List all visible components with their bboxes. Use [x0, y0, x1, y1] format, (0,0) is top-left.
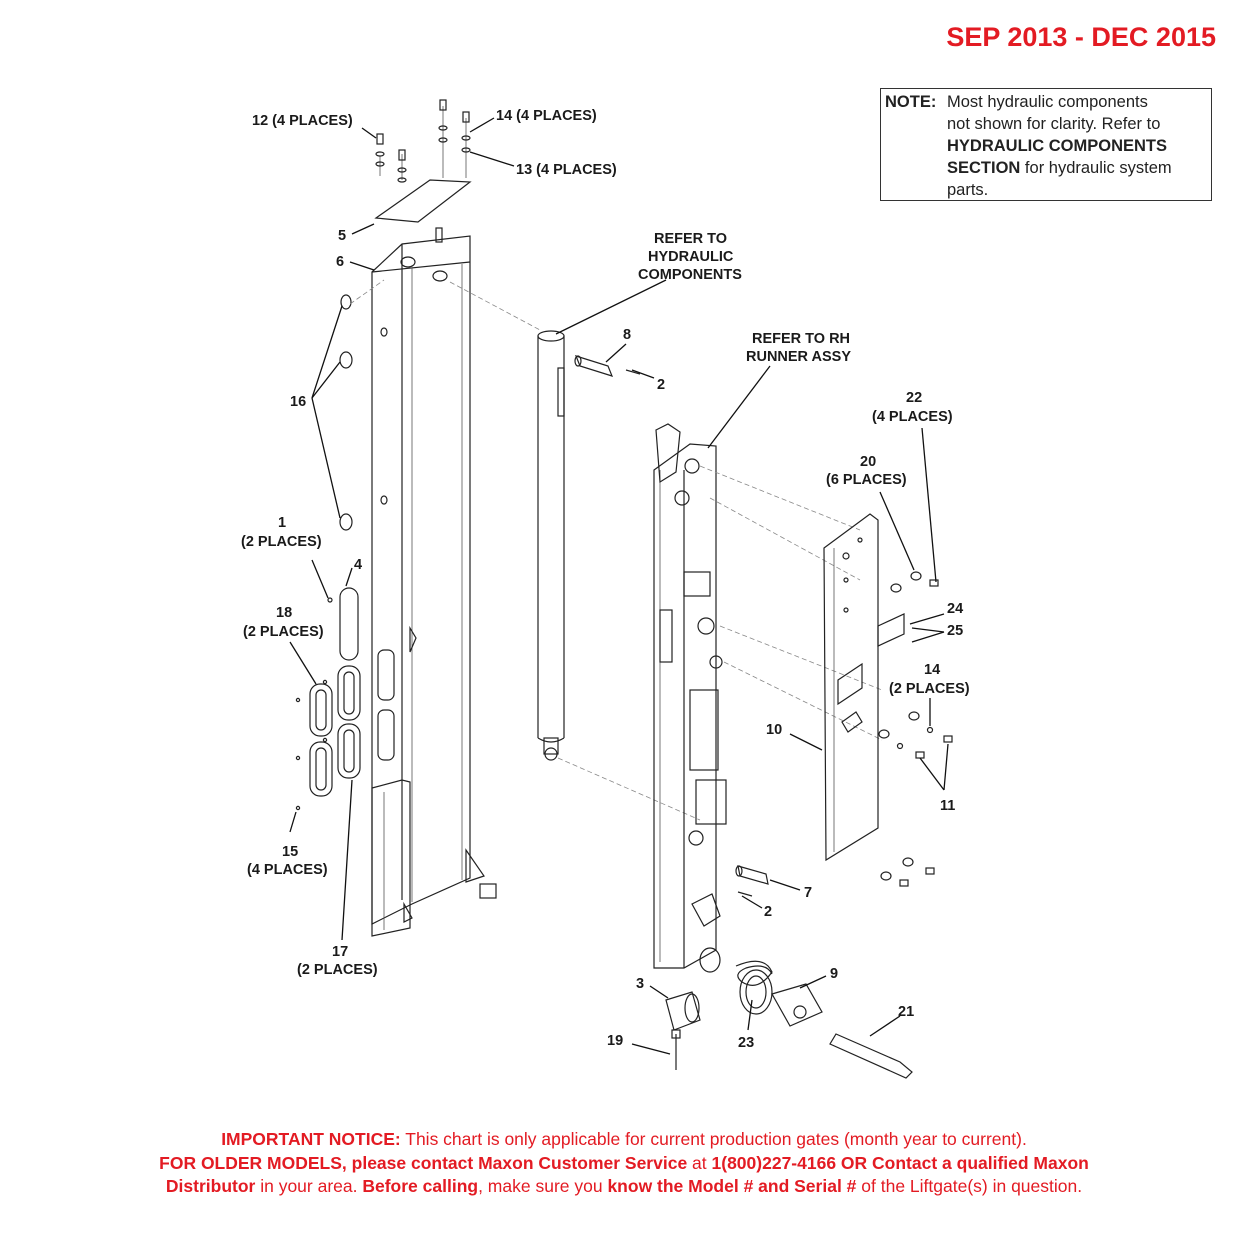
- note-key: NOTE:: [885, 93, 937, 111]
- decal-and-lights: [295, 587, 361, 811]
- important-notice: IMPORTANT NOTICE: This chart is only app…: [60, 1128, 1188, 1199]
- notice-make-sure: , make sure you: [478, 1176, 608, 1196]
- callout-labels: 12 (4 PLACES) 14 (4 PLACES) 13 (4 PLACES…: [241, 108, 970, 1051]
- refer-rh-line-1: REFER TO RH: [752, 331, 850, 347]
- notice-in-area: in your area.: [255, 1176, 363, 1196]
- notice-know: know the Model # and Serial #: [607, 1176, 857, 1196]
- callout-21: 21: [898, 1004, 914, 1020]
- callout-1: 1: [278, 515, 286, 531]
- hydraulic-cylinder: [449, 281, 701, 821]
- note-line-1: Most hydraulic components: [947, 93, 1148, 111]
- left-column-assembly: [371, 227, 497, 937]
- callout-13: 13 (4 PLACES): [516, 162, 617, 178]
- pin-7-and-cotter: [735, 865, 769, 897]
- callout-17: 17: [332, 944, 348, 960]
- callout-11: 11: [940, 798, 955, 814]
- notice-older-label: FOR OLDER MODELS, please contact Maxon C…: [159, 1152, 688, 1173]
- note-last-line: parts.: [947, 181, 989, 199]
- pin-8-and-cotter: [574, 355, 641, 377]
- callout-18-places: (2 PLACES): [243, 624, 324, 640]
- notice-before: Before calling: [362, 1176, 479, 1196]
- callout-20-places: (6 PLACES): [826, 472, 907, 488]
- callout-17-places: (2 PLACES): [297, 962, 378, 978]
- callout-16: 16: [290, 394, 306, 410]
- callout-12: 12 (4 PLACES): [252, 113, 353, 129]
- refer-rh-line-2: RUNNER ASSY: [746, 349, 851, 365]
- callout-2-top: 2: [657, 377, 665, 393]
- top-plate-and-bolts: [374, 99, 472, 223]
- callout-14-mid: 14: [924, 662, 940, 678]
- date-range-header: SEP 2013 - DEC 2015: [946, 22, 1216, 52]
- callout-14-mid-places: (2 PLACES): [889, 681, 970, 697]
- callout-14-top: 14 (4 PLACES): [496, 108, 597, 124]
- notice-of-lift: of the Liftgate(s) in question.: [856, 1176, 1083, 1196]
- notice-at: at: [687, 1152, 712, 1173]
- callout-24: 24: [947, 601, 963, 617]
- callout-22: 22: [906, 390, 922, 406]
- callout-6: 6: [336, 254, 344, 270]
- callout-2-bottom: 2: [764, 904, 772, 920]
- bottom-parts: [665, 960, 913, 1079]
- refer-hydraulic-line-3: COMPONENTS: [638, 267, 742, 283]
- callout-19: 19: [607, 1033, 623, 1049]
- notice-important-text: This chart is only applicable for curren…: [400, 1129, 1027, 1149]
- callout-8: 8: [623, 327, 631, 343]
- refer-hydraulic-line-1: REFER TO: [654, 231, 727, 247]
- callout-22-places: (4 PLACES): [872, 409, 953, 425]
- callout-25: 25: [947, 623, 963, 639]
- callout-18: 18: [276, 605, 292, 621]
- callout-9: 9: [830, 966, 838, 982]
- callout-15: 15: [282, 844, 298, 860]
- bushings-16: [339, 279, 385, 531]
- callout-3: 3: [636, 976, 644, 992]
- leader-lines: [289, 117, 949, 1055]
- rh-runner-assembly: [653, 423, 883, 973]
- cover-plate-10: [823, 513, 905, 862]
- plate-hardware: [878, 571, 953, 887]
- note-line-2: not shown for clarity. Refer to: [947, 115, 1161, 133]
- callout-23: 23: [738, 1035, 754, 1051]
- callout-10: 10: [766, 722, 782, 738]
- note-bold-line: HYDRAULIC COMPONENTS: [947, 137, 1168, 155]
- callout-1-places: (2 PLACES): [241, 534, 322, 550]
- notice-phone: 1(800)227-4166 OR Contact a qualified Ma…: [711, 1152, 1089, 1173]
- callout-7: 7: [804, 885, 812, 901]
- hydraulic-note-box: NOTE: Most hydraulic components not show…: [880, 88, 1212, 201]
- note-after-bold: for hydraulic system: [1020, 159, 1172, 177]
- note-body: Most hydraulic components not shown for …: [947, 91, 1209, 201]
- callout-4: 4: [354, 557, 362, 573]
- callout-15-places: (4 PLACES): [247, 862, 328, 878]
- notice-distributor: Distributor: [165, 1176, 256, 1196]
- refer-hydraulic-line-2: HYDRAULIC: [648, 249, 734, 265]
- note-bold-part: SECTION: [947, 159, 1021, 177]
- callout-20: 20: [860, 454, 876, 470]
- notice-important-label: IMPORTANT NOTICE:: [221, 1129, 401, 1149]
- callout-5: 5: [338, 228, 346, 244]
